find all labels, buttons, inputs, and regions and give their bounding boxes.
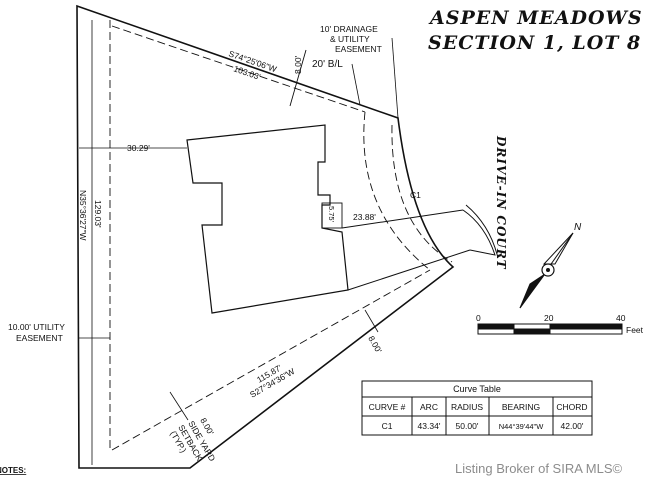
curve-table <box>361 380 593 436</box>
south-offset-label: 8.00' <box>366 334 384 355</box>
curve-table-cell: 43.34' <box>418 421 441 431</box>
dimension-lines <box>79 20 379 465</box>
property-pin <box>289 49 307 107</box>
drainage-label-2: & UTILITY <box>330 34 370 44</box>
curve-table-header: CHORD <box>556 402 587 412</box>
curve-table-cell: C1 <box>382 421 393 431</box>
curve-table-header: BEARING <box>502 402 540 412</box>
house-footprint <box>186 124 349 314</box>
drainage-leader <box>391 37 399 119</box>
curve-label: C1 <box>410 190 421 200</box>
title-line1: ASPEN MEADOWS <box>428 7 643 29</box>
title-line2: SECTION 1, LOT 8 <box>428 32 641 54</box>
drainage-label-3: EASEMENT <box>335 44 382 54</box>
north-arrow-icon <box>519 232 574 309</box>
curve-table-header: RADIUS <box>451 402 483 412</box>
curve-table-cell: N44°39'44"W <box>499 422 545 431</box>
curve-table-cell: 42.00' <box>561 421 584 431</box>
scale-unit: Feet <box>626 325 644 335</box>
curve-table-header: CURVE # <box>369 402 406 412</box>
north-arrow-letter: N <box>574 222 582 233</box>
house-dim-long: 23.88' <box>353 212 376 222</box>
notes-label: NOTES: <box>0 466 26 475</box>
west-distance-label: 129.03' <box>93 200 103 228</box>
street-name: DRIVE-IN COURT <box>494 135 508 270</box>
building-line-label: 20' B/L <box>312 59 343 70</box>
scale-tick-40: 40 <box>616 313 626 323</box>
front-setback-label: 30.29' <box>127 143 150 153</box>
easement-lines <box>109 20 453 451</box>
west-bearing-label: N35°36'27"W <box>78 190 88 241</box>
watermark: Listing Broker of SIRA MLS© <box>455 461 623 476</box>
curve-table-title: Curve Table <box>453 384 501 394</box>
house-dim-small: 5.75' <box>327 206 336 223</box>
utility-label-2: EASEMENT <box>16 333 63 343</box>
scale-tick-20: 20 <box>544 313 554 323</box>
building-line-leader <box>351 63 361 106</box>
curve-table-header: ARC <box>420 402 438 412</box>
north-offset-label: 8.00' <box>293 55 303 74</box>
scale-tick-0: 0 <box>476 313 481 323</box>
driveway <box>341 204 499 291</box>
curve-table-cell: 50.00' <box>456 421 479 431</box>
house-offset-box <box>321 202 343 229</box>
lot-boundary <box>76 4 455 469</box>
drainage-label-1: 10' DRAINAGE <box>320 24 378 34</box>
scale-bar <box>477 323 623 335</box>
utility-label-1: 10.00' UTILITY <box>8 322 65 332</box>
